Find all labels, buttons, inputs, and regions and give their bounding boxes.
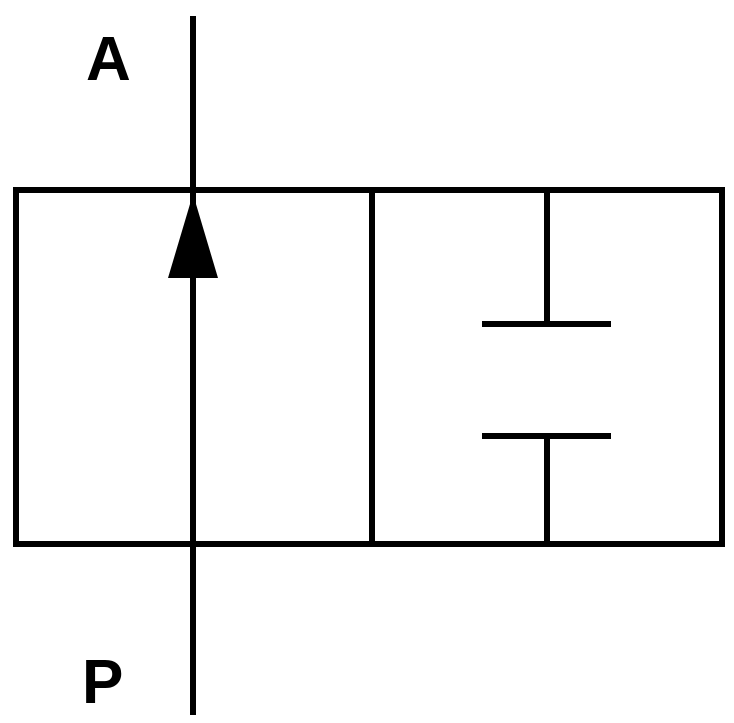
blocked-ports bbox=[482, 190, 611, 544]
port-label-p: P bbox=[82, 648, 123, 717]
flow-arrow-icon bbox=[168, 194, 218, 278]
port-label-a: A bbox=[86, 25, 131, 94]
